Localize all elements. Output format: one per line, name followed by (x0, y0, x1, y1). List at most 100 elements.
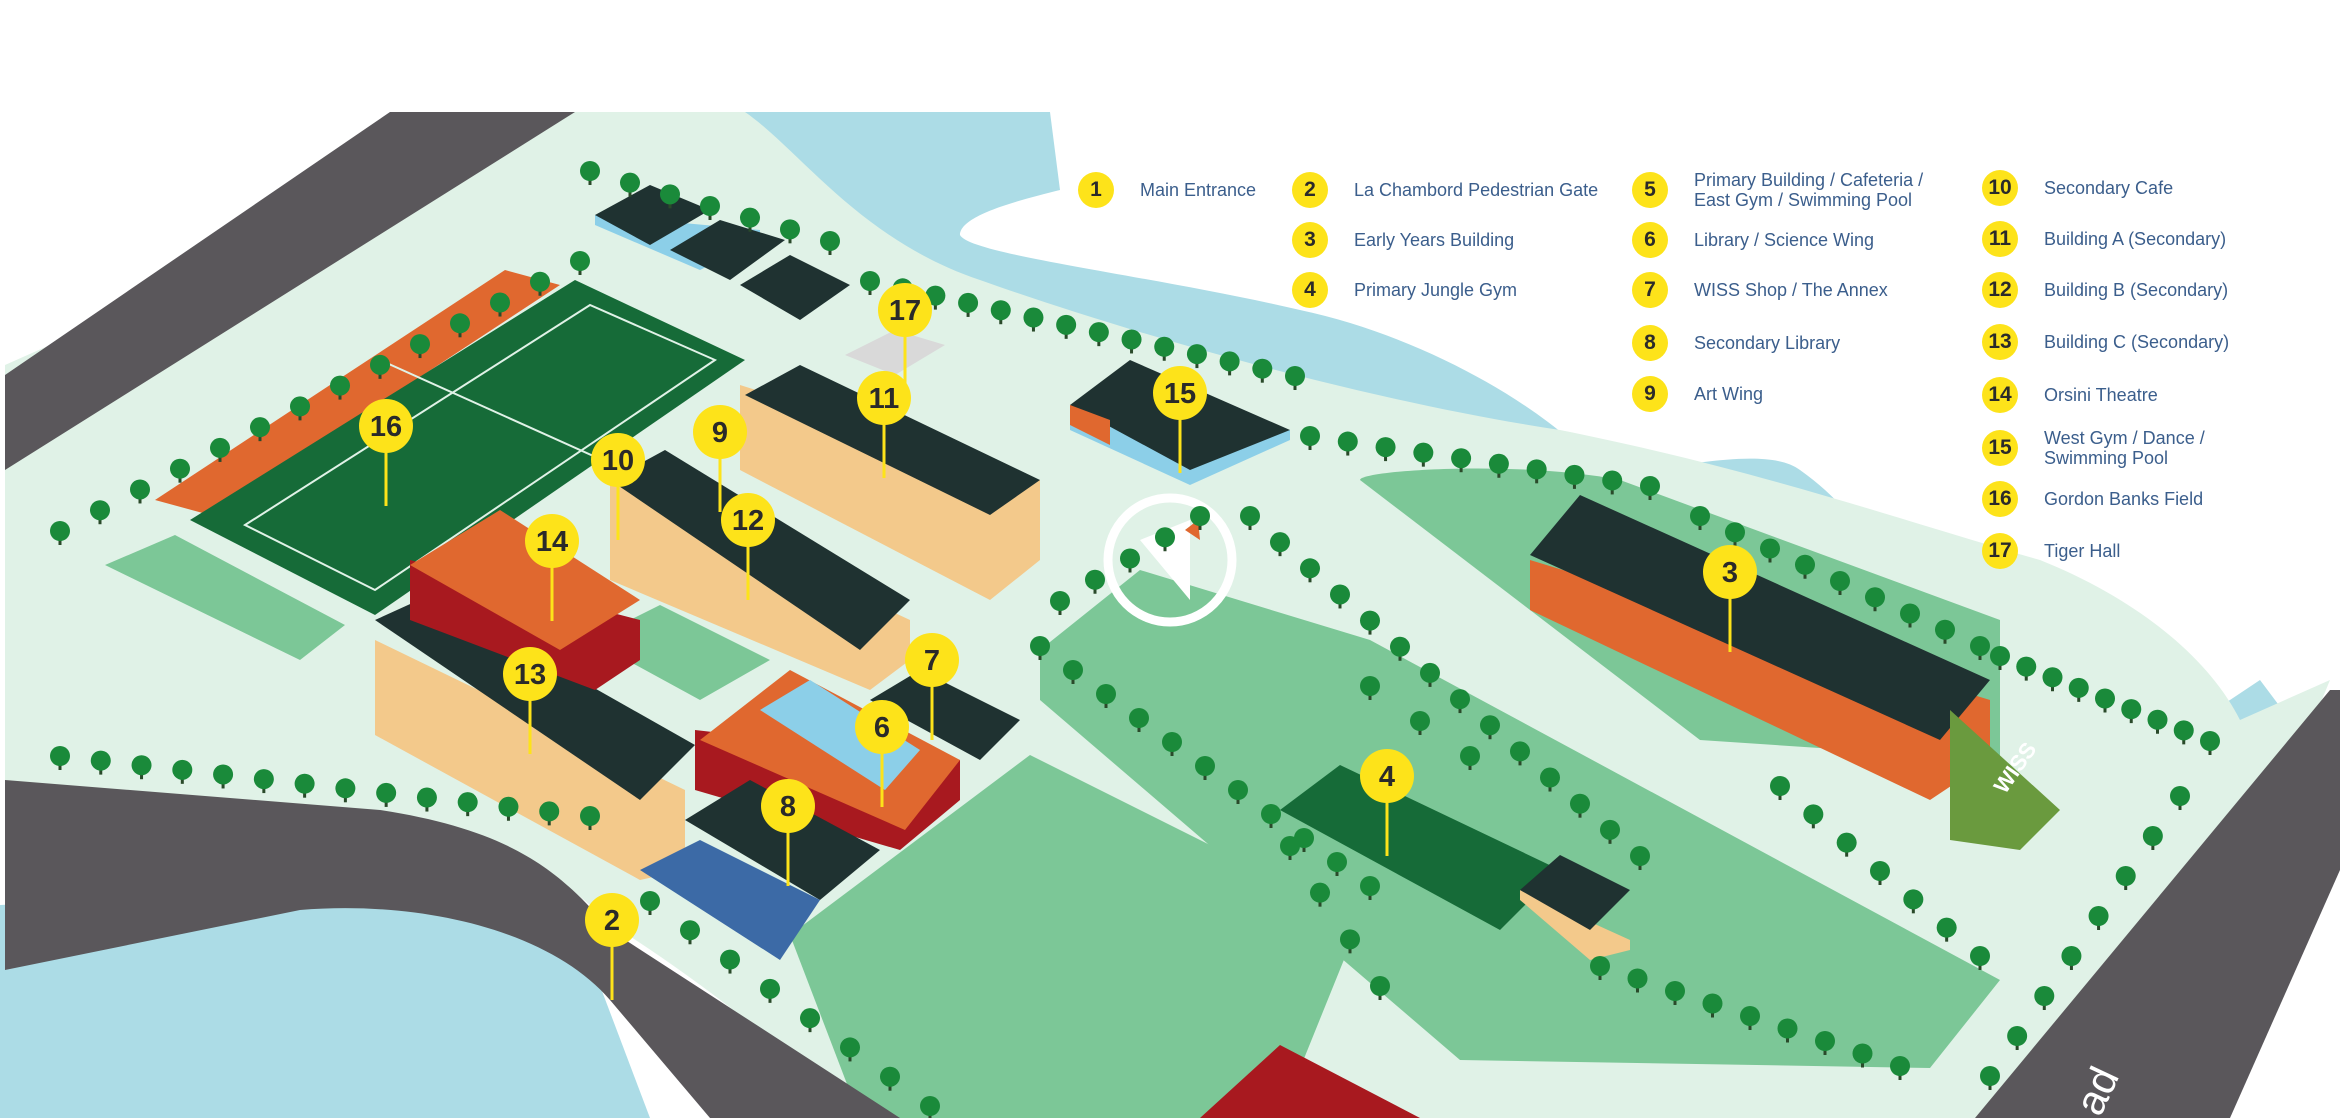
tree-icon (1410, 711, 1430, 735)
tree-icon (2016, 656, 2037, 681)
tree-icon (2088, 906, 2109, 930)
right-road (1975, 690, 2340, 1118)
map-marker-10[interactable]: 10 (591, 433, 645, 540)
tree-icon (213, 764, 234, 789)
marker-badge: 8 (1632, 325, 1668, 361)
map-marker-13[interactable]: 13 (503, 647, 557, 754)
map-marker-7[interactable]: 7 (905, 633, 959, 740)
marker-badge: 16 (1982, 481, 2018, 517)
tree-icon (570, 251, 590, 275)
map-marker-2[interactable]: 2 (585, 893, 639, 1000)
tree-icon (1337, 431, 1358, 456)
tree-icon (620, 172, 640, 197)
tree-icon (539, 801, 560, 826)
legend-label: Building A (Secondary) (2044, 229, 2227, 249)
map-marker-11[interactable]: 11 (857, 371, 911, 478)
tree-icon (1056, 314, 1077, 339)
tree-icon (1186, 344, 1207, 369)
marker-badge: 5 (1632, 172, 1668, 208)
tree-icon (1190, 506, 1210, 530)
tree-icon (990, 300, 1011, 325)
tree-icon (90, 750, 111, 775)
tree-icon (1830, 571, 1850, 595)
tree-icon (490, 292, 510, 317)
tree-icon (1865, 587, 1885, 612)
marker-number: 6 (874, 712, 890, 744)
legend-item-13: 13 Building C (Secondary) (1982, 324, 2229, 360)
tree-icon (2142, 826, 2163, 850)
tree-icon (1564, 464, 1585, 489)
tree-icon (740, 207, 760, 232)
tree-icon (2170, 786, 2190, 810)
tree-icon (457, 792, 478, 817)
tree-icon (1085, 569, 1105, 594)
tree-icon (1261, 804, 1281, 828)
marker-number: 14 (536, 526, 568, 558)
marker-badge: 4 (1292, 272, 1328, 308)
map-marker-6[interactable]: 6 (855, 700, 909, 807)
legend-item-10: 10 Secondary Cafe (1982, 170, 2173, 206)
tree-icon (90, 500, 110, 525)
legend-label-line: Primary Building / Cafeteria / (1694, 170, 1924, 190)
tree-icon (1630, 846, 1650, 870)
tree-icon (1590, 956, 1610, 980)
map-marker-17[interactable]: 17 (878, 283, 932, 390)
map-marker-3[interactable]: 3 (1703, 545, 1757, 652)
tree-icon (1870, 861, 1890, 885)
tree-icon (1600, 819, 1620, 844)
library-6-8 (640, 670, 1020, 960)
map-marker-15[interactable]: 15 (1153, 366, 1207, 473)
marker-badge: 11 (1982, 221, 2018, 257)
tree-icon (50, 746, 70, 770)
map-marker-4[interactable]: 4 (1360, 749, 1414, 856)
tree-icon (580, 806, 600, 830)
legend-item-8: 8 Secondary Library (1632, 325, 1840, 361)
tree-icon (720, 949, 740, 974)
tree-icon (1526, 459, 1547, 484)
legend-label: West Gym / Dance / Swimming Pool (2044, 428, 2205, 468)
tree-icon (172, 759, 193, 784)
tree-icon (1420, 662, 1440, 687)
tree-icon (1252, 358, 1273, 383)
tree-icon (1815, 1031, 1835, 1055)
tree-icon (1330, 584, 1350, 609)
tree-icon (1340, 929, 1360, 954)
legend-item-12: 12 Building B (Secondary) (1982, 272, 2228, 308)
tree-icon (860, 271, 880, 295)
legend-item-14: 14 Orsini Theatre (1982, 377, 2158, 413)
tree-icon (958, 292, 979, 317)
tree-icon (700, 196, 720, 220)
map-marker-16[interactable]: 16 (359, 399, 413, 506)
tree-icon (1327, 852, 1347, 876)
tree-icon (1836, 832, 1857, 857)
tree-icon (1280, 836, 1300, 860)
tree-icon (410, 334, 430, 359)
tree-icon (1121, 329, 1142, 354)
tree-icon (1903, 889, 1924, 914)
marker-number: 4 (1379, 761, 1395, 793)
tree-icon (1023, 307, 1044, 332)
small-hut (1520, 855, 1630, 960)
marker-badge: 6 (1632, 222, 1668, 258)
legend-label: WISS Shop / The Annex (1694, 280, 1888, 300)
legend-item-4: 4 Primary Jungle Gym (1292, 272, 1517, 308)
marker-number: 2 (604, 905, 620, 937)
tree-icon (1935, 619, 1955, 644)
tree-icon (1740, 1006, 1760, 1030)
tree-icon (580, 161, 600, 185)
tree-icon (1890, 1056, 1910, 1080)
map-marker-12[interactable]: 12 (721, 493, 775, 600)
marker-number: 13 (514, 659, 546, 691)
legend-item-2: 2 La Chambord Pedestrian Gate (1292, 172, 1598, 208)
tree-icon (1195, 756, 1215, 780)
map-marker-9[interactable]: 9 (693, 405, 747, 512)
tree-icon (1360, 676, 1380, 700)
tree-icon (1413, 442, 1434, 467)
tree-icon (370, 354, 390, 379)
bottom-road (5, 780, 900, 1118)
marker-badge: 12 (1982, 272, 2018, 308)
tree-icon (1936, 917, 1957, 942)
map-marker-8[interactable]: 8 (761, 779, 815, 886)
map-marker-14[interactable]: 14 (525, 514, 579, 621)
